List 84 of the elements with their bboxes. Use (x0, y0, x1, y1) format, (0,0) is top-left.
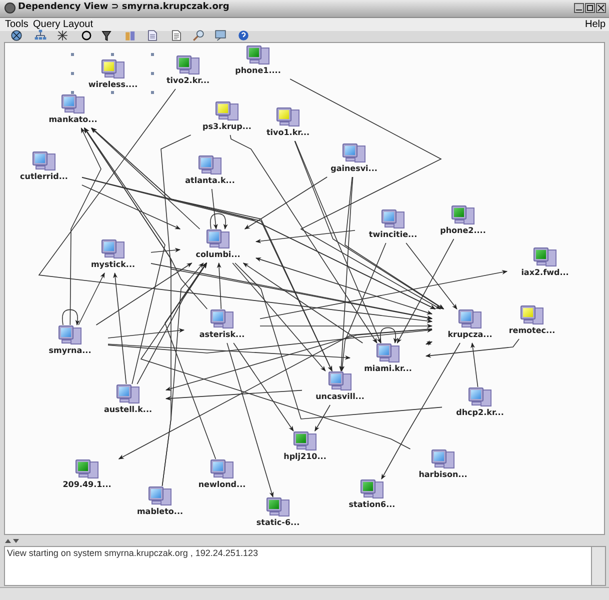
arrow (82, 176, 332, 372)
arrow (140, 262, 411, 450)
arrow (340, 242, 386, 372)
arrow (216, 262, 222, 310)
self-loop-arrow (62, 309, 80, 326)
host-name: mankato... (48, 115, 98, 124)
host-name: tivo1.kr... (265, 128, 311, 137)
arrow (339, 176, 354, 372)
arrow (242, 262, 364, 344)
arrow (381, 342, 460, 480)
arrow (470, 342, 478, 388)
arrow (162, 262, 204, 486)
host-name: wireless.... (87, 80, 139, 89)
arrow (233, 342, 294, 432)
host-name: dhcp2.kr... (455, 408, 505, 417)
arrow (136, 262, 208, 384)
arrow (211, 188, 218, 230)
arrow (255, 257, 433, 315)
host-name: atlanta.k... (184, 176, 236, 185)
arrow (108, 328, 185, 338)
arrow (255, 230, 356, 244)
menu-item: Tools (5, 19, 28, 30)
host-name: ps3.krup... (202, 122, 252, 131)
arrow (82, 184, 181, 230)
host-name: asterisk... (198, 330, 246, 339)
host-name: static-6... (255, 518, 301, 527)
arrow (260, 270, 508, 320)
host-name: tivo2.kr... (165, 76, 211, 85)
host-name: newlond... (197, 480, 247, 489)
menu-item: Help (585, 19, 606, 30)
arrow (38, 88, 433, 324)
arrow (78, 272, 105, 326)
arrow (96, 262, 192, 326)
host-name: smyrna... (48, 346, 92, 355)
log-message: View starting on system smyrna.krupczak.org , 192.24.251.123 (7, 548, 258, 558)
arrow (314, 404, 330, 432)
window-title: Dependency View ⊃ smyrna.krupczak.org (18, 2, 230, 12)
arrow (113, 272, 127, 384)
arrow (90, 128, 200, 230)
host-name: cutlerrid... (19, 172, 69, 181)
arrow (70, 128, 102, 326)
host-name: gainesvi... (330, 164, 378, 173)
arrow (396, 238, 454, 344)
self-loop-arrow (210, 213, 228, 230)
arrow (294, 140, 382, 344)
arrow (344, 176, 444, 310)
host-name: uncasvill... (314, 392, 366, 401)
menu-item: Query (33, 19, 60, 30)
arrow (160, 134, 433, 320)
arrow (92, 128, 332, 372)
arrow (84, 128, 166, 384)
menu-item: Layout (63, 19, 94, 30)
arrow (406, 242, 458, 310)
host-name: phone2.... (439, 226, 487, 235)
arrow (260, 324, 433, 328)
host-name: hplj210... (282, 452, 328, 461)
self-loop-arrow (380, 327, 398, 344)
host-name: phone1.... (234, 66, 282, 75)
arrow (425, 340, 433, 346)
arrow (226, 342, 274, 498)
host-name: austell.k... (102, 405, 154, 414)
arrow (230, 134, 378, 344)
host-name: mableto... (136, 507, 184, 516)
host-name: harbison... (418, 470, 468, 479)
host-name: iax2.fwd... (520, 268, 570, 277)
arrow (244, 176, 328, 230)
host-name: twincitie... (368, 230, 418, 239)
arrow (425, 338, 520, 358)
arrow (165, 390, 302, 401)
host-name: miami.kr... (363, 364, 413, 373)
arrow (150, 248, 181, 253)
arrow (118, 328, 432, 460)
arrow (232, 262, 326, 372)
host-name: columbi... (194, 250, 242, 259)
arrow (294, 140, 444, 310)
arrow (290, 78, 442, 310)
arrow (108, 328, 433, 354)
host-name: mystick... (90, 260, 136, 269)
arrow (150, 263, 433, 320)
host-name: krupcza... (446, 330, 494, 339)
host-name: 209.49.1... (62, 480, 112, 489)
arrow (108, 344, 351, 360)
host-name: station6... (348, 500, 396, 509)
host-name: remotec... (508, 326, 556, 335)
